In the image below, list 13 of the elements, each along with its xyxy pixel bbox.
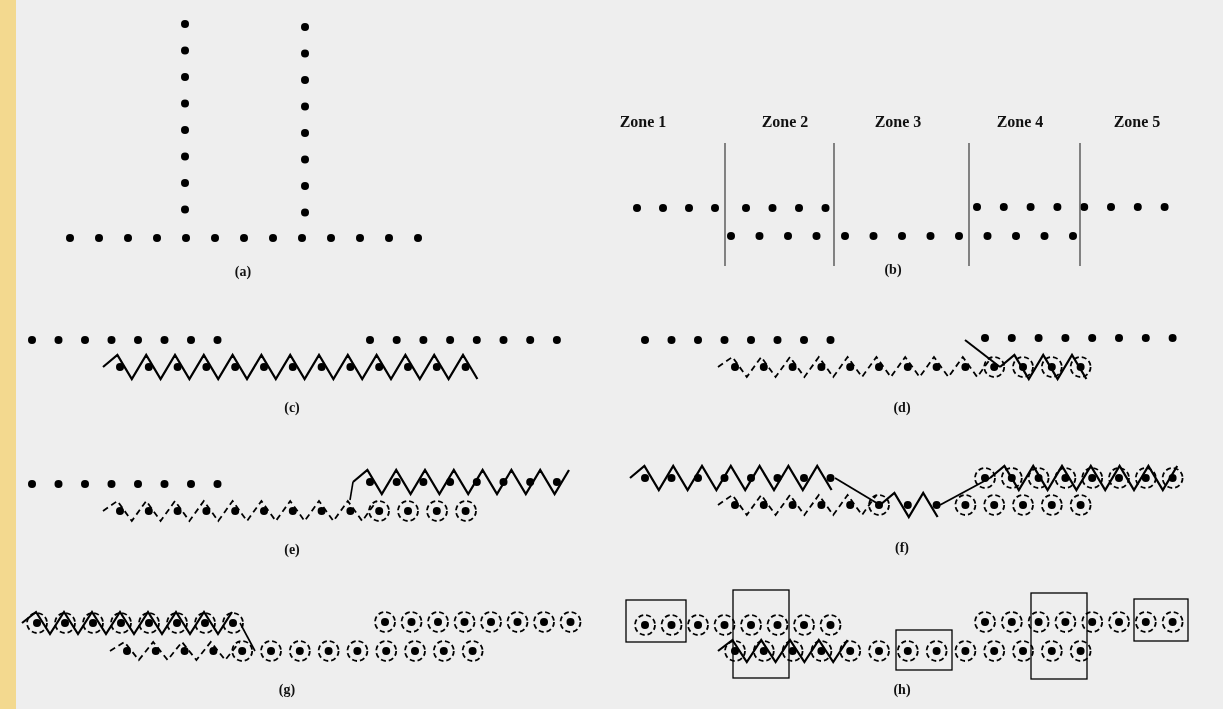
- panel-label: (d): [893, 400, 911, 416]
- panel-label: (a): [234, 264, 252, 280]
- zone-label: Zone 5: [1113, 113, 1161, 131]
- panel-label: (g): [278, 682, 296, 698]
- zone-label: Zone 2: [761, 113, 809, 131]
- panel-label: (e): [284, 542, 300, 558]
- panel-label: (h): [893, 682, 911, 698]
- panel-label: (b): [884, 262, 902, 278]
- zone-label: Zone 4: [996, 113, 1044, 131]
- zone-label: Zone 1: [619, 113, 667, 131]
- panel-label: (c): [284, 400, 300, 416]
- panel-label: (f): [895, 540, 909, 556]
- zone-label: Zone 3: [874, 113, 922, 131]
